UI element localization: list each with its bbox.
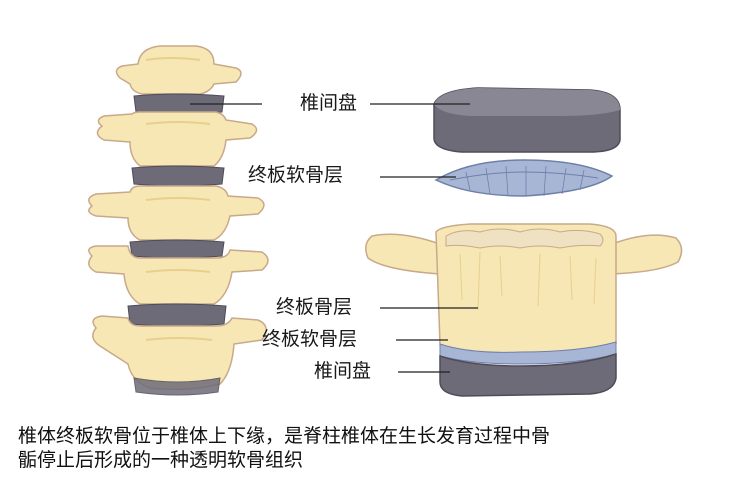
vertebra-5	[92, 315, 267, 391]
disc-2	[131, 165, 225, 187]
vertebra-4	[88, 245, 269, 305]
cartilage-endplate	[434, 159, 614, 197]
vertebral-body	[365, 223, 683, 357]
label-spine-disc: 椎间盘	[300, 92, 358, 114]
label-endplate-cartilage-bottom: 终板软骨层	[262, 328, 358, 350]
bottom-cartilage-layer	[439, 341, 617, 365]
disc-5	[133, 377, 221, 396]
vertebra-1	[115, 45, 242, 95]
bottom-disc	[439, 352, 617, 397]
caption-line-2: 骺停止后形成的一种透明软骨组织	[18, 449, 304, 471]
top-disc	[433, 87, 621, 153]
caption: 椎体终板软骨位于椎体上下缘，是脊柱椎体在生长发育过程中骨 骺停止后形成的一种透明…	[18, 424, 738, 472]
disc-4	[127, 303, 227, 327]
caption-line-1: 椎体终板软骨位于椎体上下缘，是脊柱椎体在生长发育过程中骨	[18, 425, 551, 447]
label-disc-bottom: 椎间盘	[314, 360, 372, 382]
exploded-vertebra	[365, 87, 683, 397]
disc-3	[129, 239, 225, 259]
label-endplate-bone: 终板骨层	[276, 296, 353, 318]
spine-column	[88, 45, 269, 396]
leader-lines	[190, 103, 478, 373]
vertebra-3	[88, 185, 265, 241]
label-endplate-cartilage-top: 终板软骨层	[248, 164, 344, 186]
vertebra-2	[96, 111, 258, 167]
